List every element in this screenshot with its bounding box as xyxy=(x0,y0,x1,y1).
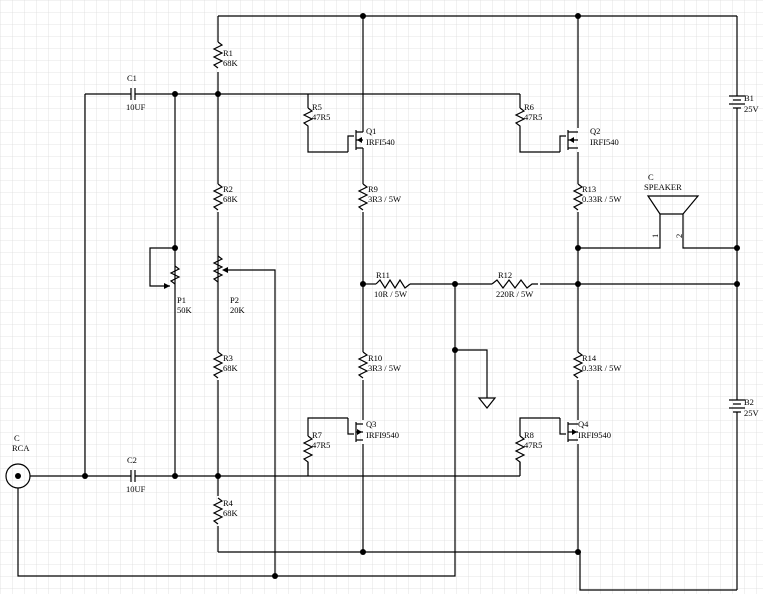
mosfet-q1-symbol xyxy=(347,128,364,152)
q2-value: IRFI540 xyxy=(590,137,619,147)
r12-value: 220R / 5W xyxy=(496,289,533,299)
r8-value: 47R5 xyxy=(524,440,542,450)
r3-value: 68K xyxy=(223,363,239,373)
r4-ref: R4 xyxy=(223,498,234,508)
r3-ref: R3 xyxy=(223,353,233,363)
battery-b1-symbol xyxy=(729,92,745,116)
resistor-r9-symbol xyxy=(357,183,369,211)
r6-value: 47R5 xyxy=(524,112,542,122)
r6-ref: R6 xyxy=(524,102,534,112)
q3-value: IRFI9540 xyxy=(366,430,399,440)
c2-ref: C2 xyxy=(127,455,137,465)
speaker-ref: C xyxy=(648,172,654,182)
r1-ref: R1 xyxy=(223,48,233,58)
c2-value: 10UF xyxy=(126,484,146,494)
q4-value: IRFI9540 xyxy=(578,430,611,440)
pot-p1-symbol xyxy=(169,265,181,285)
b2-value: 25V xyxy=(744,408,760,418)
resistor-r7-symbol xyxy=(302,435,314,470)
q2-ref: Q2 xyxy=(590,126,600,136)
r13-value: 0.33R / 5W xyxy=(582,194,621,204)
q1-value: IRFI540 xyxy=(366,137,395,147)
capacitors xyxy=(130,88,136,482)
q1-ref: Q1 xyxy=(366,126,376,136)
resistor-r2-symbol xyxy=(212,183,224,211)
r8-ref: R8 xyxy=(524,430,534,440)
r14-value: 0.33R / 5W xyxy=(582,363,621,373)
pot-p1-wiper-arrow xyxy=(164,283,170,289)
rca-connector xyxy=(5,463,31,489)
r7-ref: R7 xyxy=(312,430,322,440)
resistor-r8-symbol xyxy=(514,435,526,470)
resistor-r14-symbol xyxy=(572,351,584,379)
r5-ref: R5 xyxy=(312,102,322,112)
r1-value: 68K xyxy=(223,58,239,68)
r9-ref: R9 xyxy=(368,184,378,194)
junction-dots xyxy=(82,13,740,579)
resistor-symbols xyxy=(212,41,584,525)
r7-value: 47R5 xyxy=(312,440,330,450)
cap-c1-symbol xyxy=(130,88,136,100)
resistor-r3-symbol xyxy=(212,351,224,379)
resistor-r5-symbol xyxy=(302,107,314,128)
ground-symbol xyxy=(477,397,497,409)
resistor-r4-symbol xyxy=(212,497,224,525)
batteries xyxy=(729,92,745,420)
mosfet-arrows xyxy=(357,137,577,435)
battery-b2-symbol xyxy=(729,396,745,420)
speaker-pin1: 1 xyxy=(650,234,660,238)
r2-ref: R2 xyxy=(223,184,233,194)
cap-c2-symbol xyxy=(130,470,136,482)
pot-p2-wiper-arrow xyxy=(222,267,228,273)
r11-value: 10R / 5W xyxy=(374,289,407,299)
p2-value: 20K xyxy=(230,305,246,315)
c1-ref: C1 xyxy=(127,73,137,83)
r10-ref: R10 xyxy=(368,353,382,363)
p1-ref: P1 xyxy=(177,295,186,305)
p1-value: 50K xyxy=(177,305,193,315)
speaker-symbol xyxy=(646,195,700,236)
r9-value: 3R3 / 5W xyxy=(368,194,401,204)
r11-ref: R11 xyxy=(376,270,390,280)
r14-ref: R14 xyxy=(582,353,597,363)
r12-ref: R12 xyxy=(498,270,512,280)
component-labels: R1 68K R2 68K R3 68K R4 68K R5 47R5 R6 4… xyxy=(12,48,760,518)
p2-ref: P2 xyxy=(230,295,239,305)
q4-ref: Q4 xyxy=(578,419,589,429)
rca-value: RCA xyxy=(12,443,30,453)
r13-ref: R13 xyxy=(582,184,596,194)
b1-ref: B1 xyxy=(744,93,754,103)
r10-value: 3R3 / 5W xyxy=(368,363,401,373)
resistor-r13-symbol xyxy=(572,183,584,211)
potentiometers xyxy=(164,255,228,289)
r2-value: 68K xyxy=(223,194,239,204)
speaker-pin2: 2 xyxy=(674,234,684,238)
pot-p2-symbol xyxy=(212,255,224,283)
wires xyxy=(17,15,738,591)
r5-value: 47R5 xyxy=(312,112,330,122)
c1-value: 10UF xyxy=(126,102,146,112)
q3-ref: Q3 xyxy=(366,419,376,429)
r4-value: 68K xyxy=(223,508,239,518)
resistor-r12-symbol xyxy=(491,279,538,289)
resistor-r11-symbol xyxy=(375,278,411,290)
speaker-value: SPEAKER xyxy=(644,182,682,192)
resistor-r10-symbol xyxy=(357,351,369,379)
mosfet-q2-symbol xyxy=(559,130,578,152)
resistor-r6-symbol xyxy=(514,107,526,128)
rca-ref: C xyxy=(14,433,20,443)
b2-ref: B2 xyxy=(744,397,754,407)
b1-value: 25V xyxy=(744,104,760,114)
resistor-r1-symbol xyxy=(212,41,224,69)
